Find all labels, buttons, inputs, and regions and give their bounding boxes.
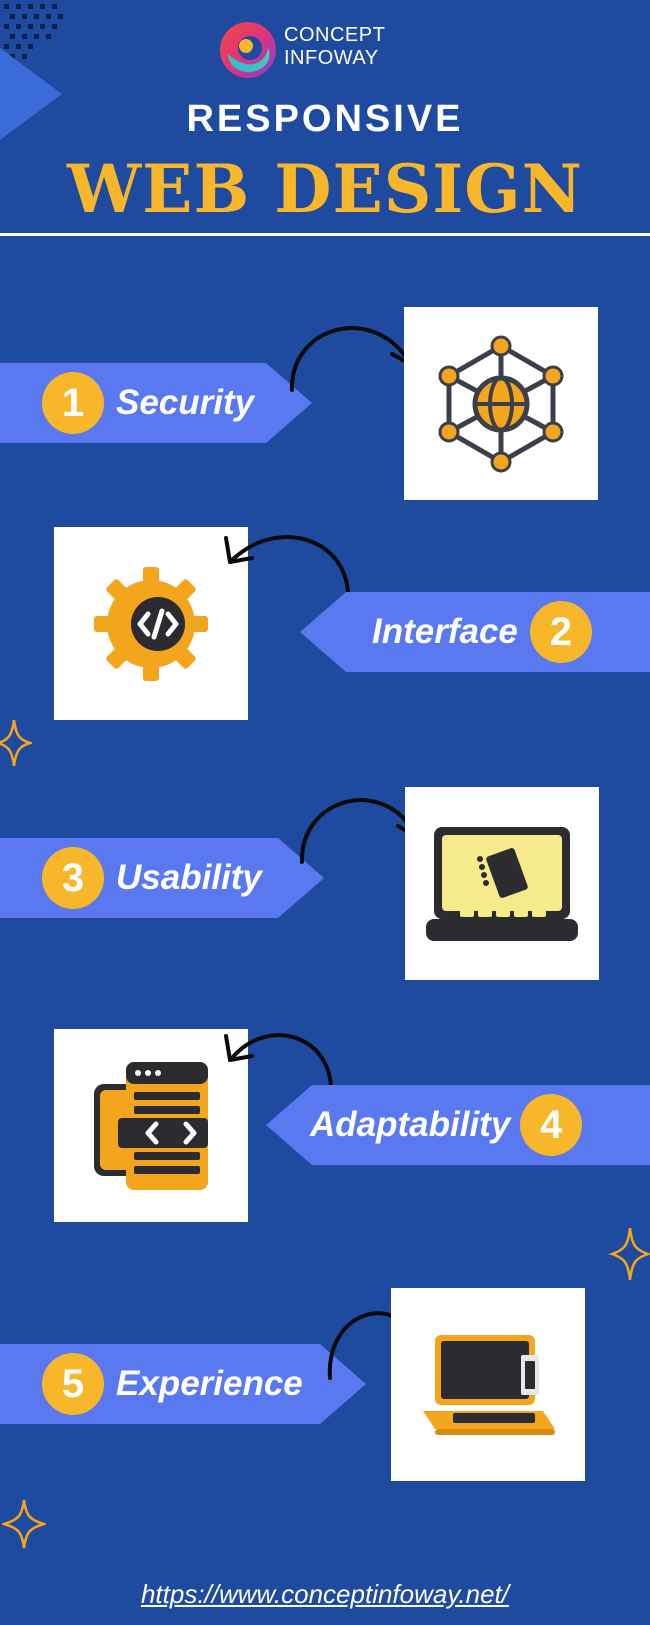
sparkle-icon	[608, 1227, 650, 1281]
item-2-label: Interface	[372, 612, 518, 651]
item-5-label: Experience	[116, 1364, 303, 1403]
concept-infoway-logo-icon	[220, 22, 276, 78]
brand-line-1: CONCEPT	[284, 24, 386, 46]
item-5-card	[391, 1288, 585, 1481]
sparkle-icon	[0, 719, 32, 767]
item-4-number: 4	[520, 1094, 583, 1156]
item-5-number: 5	[42, 1353, 104, 1415]
item-2-card	[54, 527, 248, 720]
item-4-label: Adaptability	[310, 1105, 511, 1144]
gear-code-icon	[94, 566, 208, 681]
title-web-design: WEB DESIGN	[67, 150, 583, 228]
title-responsive: RESPONSIVE	[186, 98, 464, 140]
item-2-number: 2	[529, 601, 592, 663]
item-3-card	[405, 787, 599, 980]
brand-name: CONCEPT INFOWAY	[284, 24, 385, 70]
curved-arrow-icon	[224, 1033, 333, 1104]
item-1-number: 1	[42, 372, 104, 434]
sparkle-icon	[2, 1499, 46, 1549]
item-4-card	[54, 1029, 248, 1222]
website-link[interactable]: https://www.conceptinfoway.net/	[140, 1579, 510, 1609]
item-3-label: Usability	[116, 858, 262, 897]
item-1-card	[404, 307, 598, 500]
item-1-banner: 1 Security	[0, 363, 312, 443]
item-3-banner: 3 Usability	[0, 838, 324, 918]
laptop-notebook-icon	[426, 826, 578, 941]
item-1-label: Security	[116, 383, 255, 422]
curved-arrow-icon	[224, 535, 351, 604]
laptop-icon	[423, 1334, 555, 1435]
globe-network-icon	[438, 335, 564, 472]
item-2-banner: Interface 2	[300, 592, 650, 672]
corner-triangle-decoration	[0, 48, 62, 140]
brand-line-2: INFOWAY	[284, 47, 379, 69]
browser-window-icon	[94, 1061, 208, 1190]
title-divider	[0, 233, 650, 236]
item-3-number: 3	[42, 847, 104, 909]
item-5-banner: 5 Experience	[0, 1344, 366, 1424]
item-4-banner: Adaptability 4	[266, 1085, 650, 1165]
